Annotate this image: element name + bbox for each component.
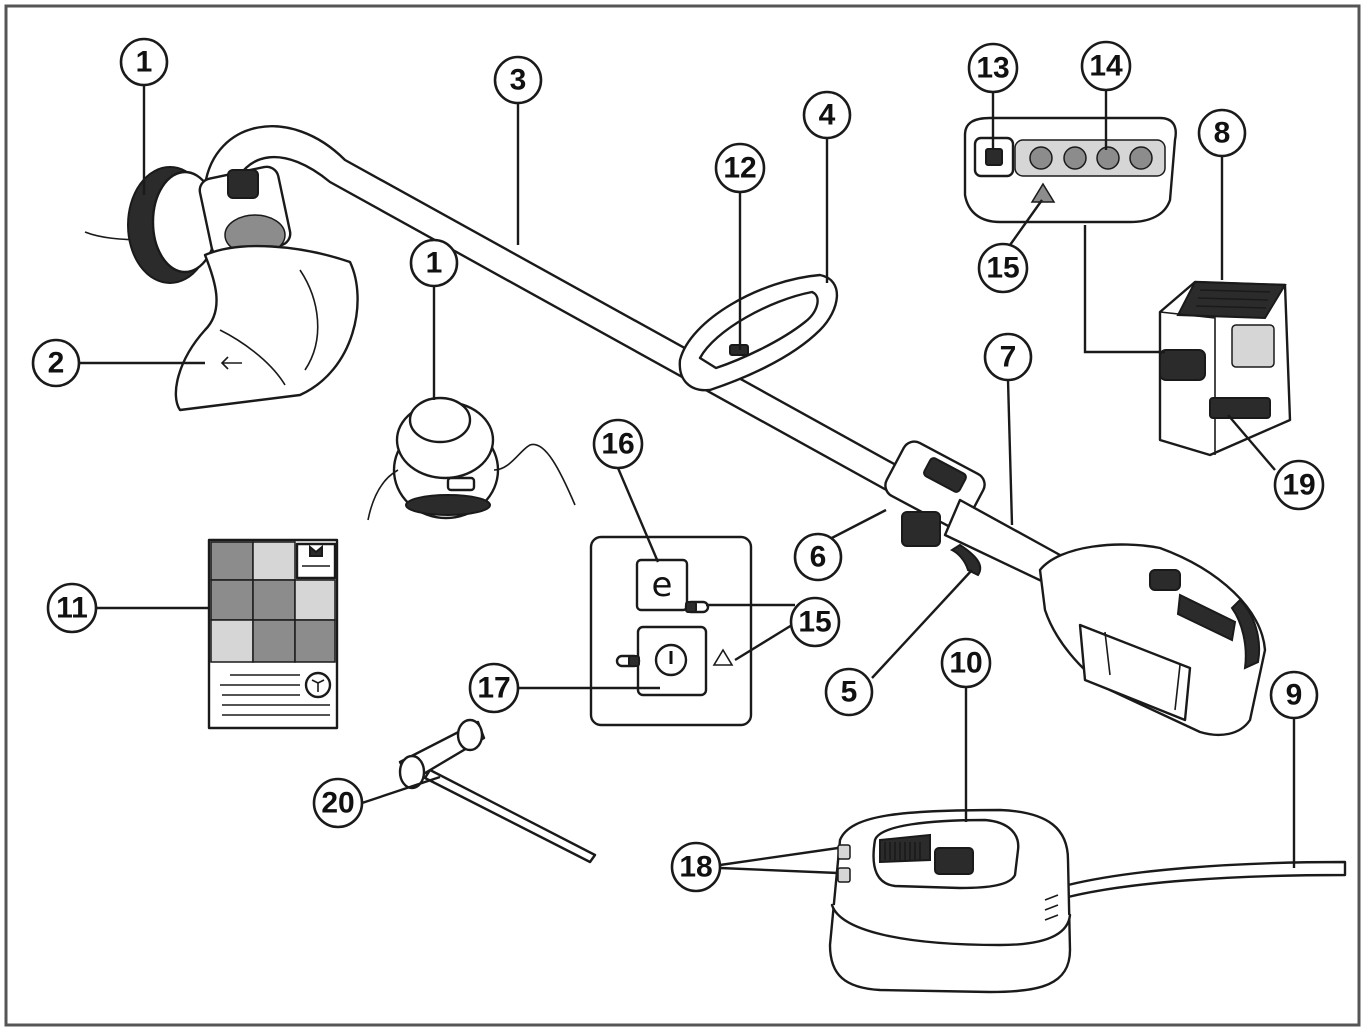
svg-text:12: 12 bbox=[723, 152, 756, 185]
callout-11: 11 bbox=[46, 582, 98, 634]
callout-18: 18 bbox=[670, 841, 722, 893]
battery-charger bbox=[828, 808, 1347, 994]
leader-lines bbox=[80, 85, 1296, 875]
charger-led-icon bbox=[837, 867, 851, 883]
keypad-detail: e bbox=[589, 535, 753, 727]
callout-19: 19 bbox=[1273, 459, 1325, 511]
warning-triangle-icon bbox=[1030, 182, 1056, 203]
callout-2: 2 bbox=[31, 338, 81, 388]
svg-text:18: 18 bbox=[679, 851, 712, 884]
indicator-led-icon bbox=[1096, 146, 1120, 170]
callout-1-head: 1 bbox=[119, 37, 169, 87]
callout-5: 5 bbox=[824, 667, 874, 717]
svg-text:15: 15 bbox=[798, 606, 831, 639]
power-button-square-icon bbox=[985, 148, 1003, 166]
callout-4: 4 bbox=[802, 90, 852, 140]
callout-14: 14 bbox=[1080, 40, 1132, 92]
svg-text:1: 1 bbox=[136, 46, 153, 79]
trimmer-spool bbox=[367, 396, 576, 521]
callout-12: 12 bbox=[714, 142, 766, 194]
warning-triangle-icon bbox=[712, 648, 734, 666]
indicator-led-icon bbox=[1063, 146, 1087, 170]
book-icon bbox=[311, 679, 325, 692]
callout-13: 13 bbox=[967, 42, 1019, 94]
svg-text:3: 3 bbox=[510, 64, 527, 97]
svg-text:14: 14 bbox=[1089, 50, 1123, 83]
callout-15-keypad: 15 bbox=[789, 596, 841, 648]
svg-text:13: 13 bbox=[976, 52, 1009, 85]
svg-text:5: 5 bbox=[841, 676, 858, 709]
svg-text:8: 8 bbox=[1214, 117, 1231, 150]
svg-text:6: 6 bbox=[810, 541, 827, 574]
callout-8: 8 bbox=[1197, 108, 1247, 158]
svg-text:1: 1 bbox=[426, 247, 443, 280]
callout-10: 10 bbox=[940, 637, 992, 689]
svg-text:16: 16 bbox=[601, 428, 634, 461]
svg-text:7: 7 bbox=[1000, 341, 1017, 374]
battery bbox=[1158, 280, 1292, 457]
keypad-top-view bbox=[963, 116, 1177, 224]
callout-20: 20 bbox=[312, 777, 364, 829]
callout-6: 6 bbox=[793, 532, 843, 582]
rear-housing bbox=[1038, 543, 1267, 736]
eco-button-glyph: e bbox=[652, 565, 673, 605]
svg-text:9: 9 bbox=[1286, 679, 1303, 712]
svg-text:4: 4 bbox=[819, 99, 836, 132]
callout-7: 7 bbox=[983, 332, 1033, 382]
svg-text:2: 2 bbox=[48, 347, 65, 380]
callout-15-top: 15 bbox=[977, 242, 1029, 294]
callout-16: 16 bbox=[592, 418, 644, 470]
indicator-led-icon bbox=[1029, 146, 1053, 170]
indicator-led-icon bbox=[1129, 146, 1153, 170]
svg-text:20: 20 bbox=[321, 787, 354, 820]
operators-manual bbox=[207, 538, 339, 730]
callout-17: 17 bbox=[468, 662, 520, 714]
callout-3: 3 bbox=[493, 55, 543, 105]
control-handle bbox=[884, 440, 1062, 587]
svg-text:10: 10 bbox=[949, 647, 982, 680]
svg-text:19: 19 bbox=[1282, 469, 1315, 502]
callout-1-spool: 1 bbox=[409, 238, 459, 288]
svg-text:17: 17 bbox=[477, 672, 510, 705]
shaft bbox=[203, 125, 907, 494]
combination-wrench bbox=[398, 718, 597, 864]
svg-text:11: 11 bbox=[56, 592, 88, 625]
charger-led-icon bbox=[837, 844, 851, 860]
trimmer-head-assembly bbox=[84, 165, 359, 412]
husqvarna-logo bbox=[309, 544, 323, 557]
svg-text:15: 15 bbox=[986, 252, 1019, 285]
callout-9: 9 bbox=[1269, 670, 1319, 720]
